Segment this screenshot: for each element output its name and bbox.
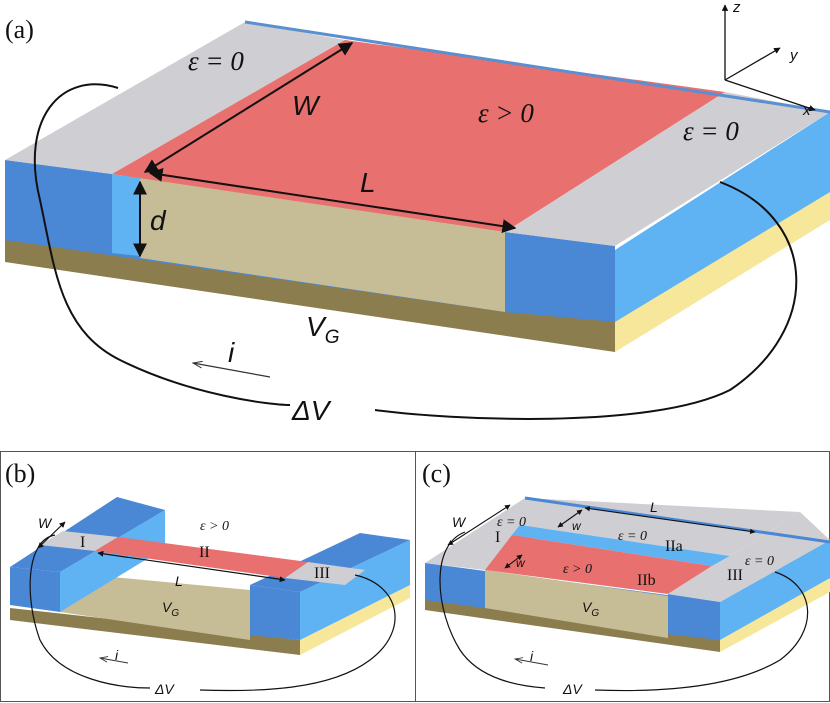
voltage-label: ΔV [562, 681, 583, 697]
width-label: W [38, 515, 53, 531]
region-1-label: I [80, 534, 85, 551]
right-electrode-top [505, 92, 830, 246]
gate-label: VG [306, 311, 339, 348]
voltage-label: ΔV [154, 681, 175, 697]
region-3-label: III [727, 567, 743, 584]
current-label: i [115, 647, 119, 663]
voltage-label: ΔV [291, 395, 332, 426]
left-electrode-front [5, 160, 112, 253]
region-2-label: II [199, 544, 210, 561]
panel-c-label: (c) [422, 459, 451, 488]
coordinate-axes [721, 4, 816, 112]
channel-gap [512, 525, 730, 566]
gate-label: VG [162, 599, 179, 619]
length-label: L [360, 167, 376, 198]
panel-b: (b) ε > 0 I II III W L VG i ΔV [5, 459, 410, 697]
gate-region [60, 572, 250, 640]
panel-c: (c) ε = 0 ε = 0 ε = 0 ε > 0 I IIa IIb II… [422, 459, 830, 697]
axis-y-label: y [789, 47, 799, 64]
width-top-label: w [572, 519, 582, 533]
current-arrow [193, 363, 271, 378]
eps-center-label: ε > 0 [200, 519, 229, 534]
current-label: i [228, 337, 235, 368]
left-electrode-inner [112, 174, 140, 256]
eps-center-label: ε > 0 [478, 98, 534, 128]
width-outer-label: W [452, 514, 467, 530]
eps-right-label: ε = 0 [683, 116, 739, 146]
dielectric-side [615, 112, 830, 322]
eps-top-label: ε = 0 [618, 529, 647, 544]
eps-right-label: ε = 0 [745, 554, 774, 569]
gate-label: VG [582, 599, 599, 619]
region-3-top [285, 562, 365, 585]
circuit-wire [439, 531, 809, 692]
substrate-side [615, 190, 830, 352]
panel-a-label: (a) [5, 15, 34, 44]
circuit-wire [33, 83, 798, 420]
region-2a-label: IIa [665, 538, 683, 555]
current-label: i [530, 648, 534, 664]
eps-left-label: ε = 0 [497, 515, 526, 530]
width-arrow [143, 42, 354, 173]
region-3-top [668, 512, 830, 602]
panel-a: (a) ε = 0 ε > 0 ε = 0 W L d VG i ΔV z y … [5, 0, 830, 426]
length-label: L [650, 499, 658, 515]
axis-z-label: z [732, 0, 741, 16]
length-arrow [148, 167, 517, 234]
eps-left-label: ε = 0 [188, 46, 244, 76]
depth-label: d [150, 205, 167, 236]
right-electrode-front [505, 232, 615, 322]
region-2b-label: IIb [637, 572, 656, 589]
substrate-front [5, 237, 615, 352]
axis-x-label: x [802, 102, 811, 119]
region-2b-top [485, 535, 712, 594]
length-label: L [175, 573, 183, 589]
width-label: W [292, 90, 321, 121]
region-1-label: I [495, 529, 500, 546]
circuit-wire [29, 534, 396, 692]
region-3-label: III [314, 565, 330, 582]
eps-bottom-label: ε > 0 [563, 562, 592, 577]
gate-region [485, 570, 668, 638]
panel-b-label: (b) [5, 459, 35, 488]
width-bottom-label: w [516, 556, 526, 570]
